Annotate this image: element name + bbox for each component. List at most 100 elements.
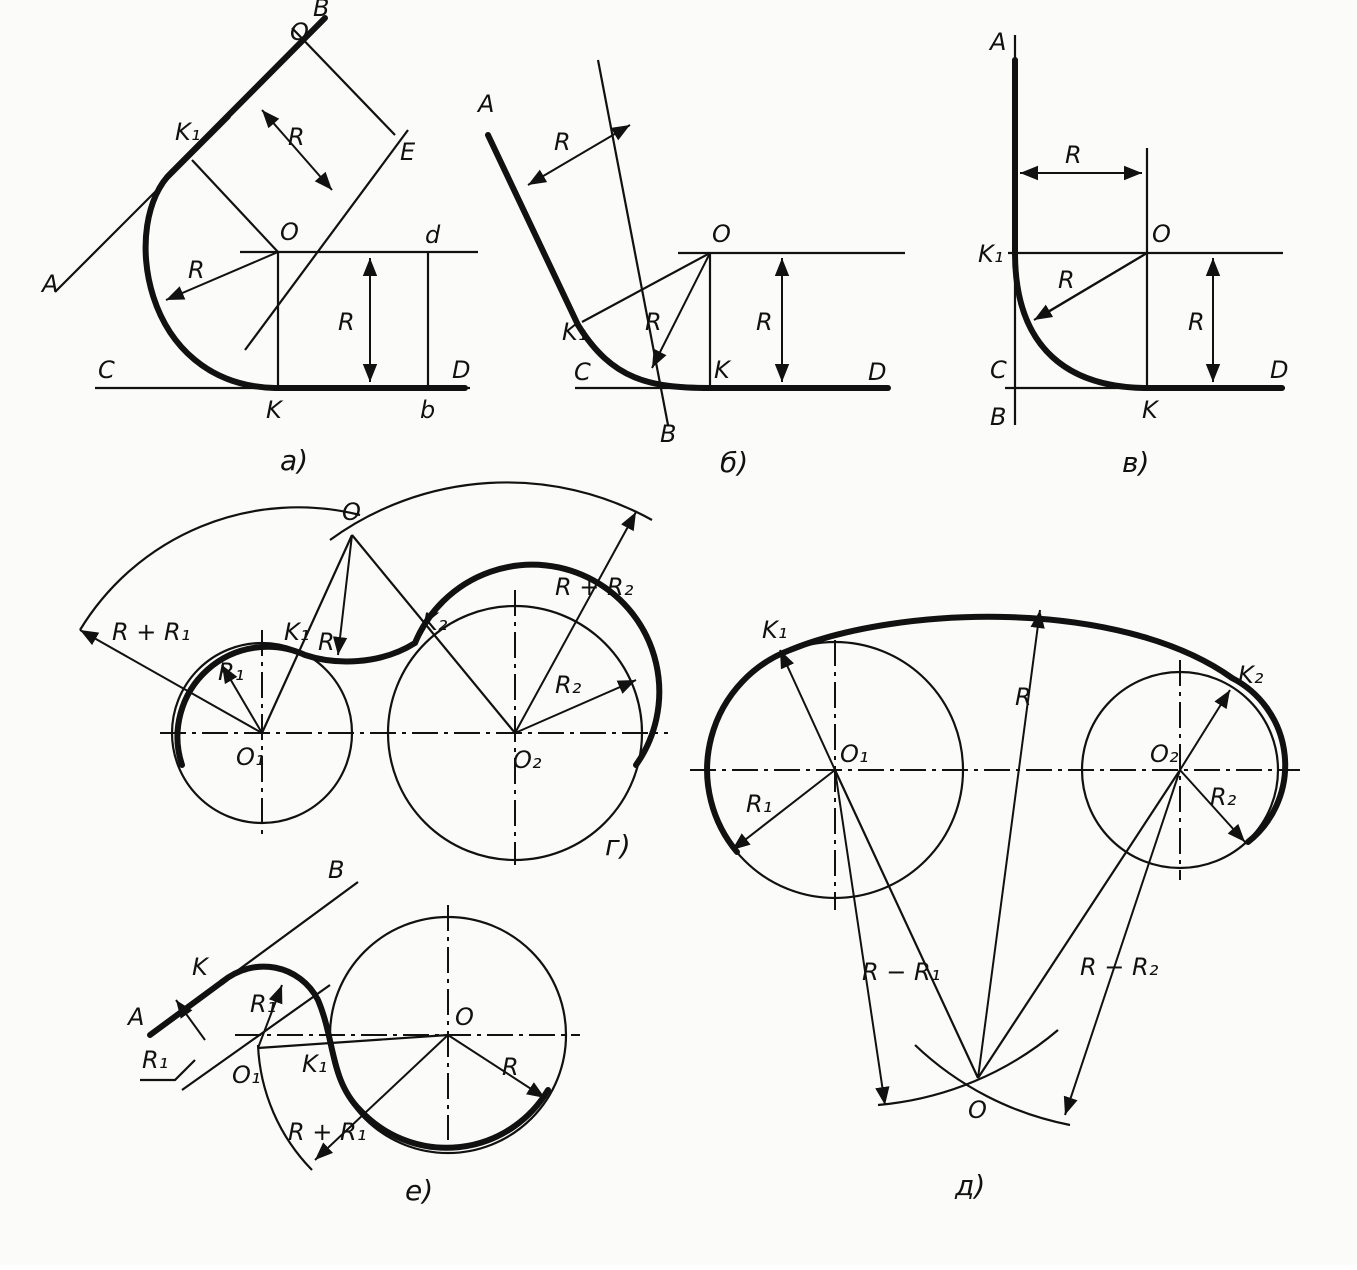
leader-e-R1	[140, 1059, 196, 1082]
label-e-O1: O₁	[232, 1061, 261, 1089]
dim-d-R1	[731, 769, 836, 851]
panel-d: O O₁ O₂ K₁ K₂ R R₁ R₂ R − R₁ R − R₂ д)	[690, 609, 1300, 1202]
dim-e-R1-top	[257, 984, 283, 1049]
label-e-R1-top: R₁	[250, 990, 276, 1018]
dim-g-R	[332, 534, 353, 656]
circle-d-O2	[1080, 670, 1280, 870]
dim-g-R-plus-R2	[514, 511, 637, 734]
panel-b: A B C D O K₁ K R R R б)	[476, 59, 905, 479]
arc-g-R-plus-R1	[79, 506, 361, 631]
label-d-K2: K₂	[1238, 661, 1264, 689]
label-g-K1: K₁	[284, 618, 309, 646]
label-a-E: E	[400, 138, 416, 166]
line-a-Oe	[291, 27, 396, 136]
label-a-O-top: O	[290, 18, 309, 46]
line-b-AB	[596, 59, 670, 426]
dim-d-O1-K1	[779, 649, 836, 771]
panel-g: O O₁ O₂ K₁ K₂ R + R₁ R + R₂ R R₁ R₂ г)	[79, 481, 668, 865]
label-g-O: O	[342, 498, 361, 526]
label-g-R2: R₂	[555, 671, 582, 699]
dim-g-R-plus-R1	[79, 629, 263, 734]
label-v-B: B	[990, 403, 1006, 431]
dim-v-R-mid	[1033, 252, 1148, 321]
panel-v: A B C D O K₁ K R R R в)	[978, 28, 1288, 479]
dim-a-R-top	[261, 109, 333, 191]
line-d-O-O2	[977, 769, 1181, 1079]
label-d-R2: R₂	[1210, 783, 1237, 811]
outline-g-bold	[174, 561, 663, 768]
label-a-O: O	[280, 218, 299, 246]
label-a-A: A	[40, 270, 58, 298]
label-b-B: B	[660, 420, 676, 448]
caption-a: а)	[280, 444, 308, 477]
label-g-R1: R₁	[218, 658, 244, 686]
arc-g-R-plus-R2	[329, 481, 653, 541]
label-v-D: D	[1270, 356, 1288, 384]
label-v-K1: K₁	[978, 240, 1003, 268]
label-v-A: A	[988, 28, 1006, 56]
dim-e-R-plus-R1	[314, 1034, 449, 1161]
panel-e: A B K K₁ O O₁ R R₁ R₁ R + R₁ е)	[126, 856, 580, 1207]
line-e-O1-O	[257, 1033, 449, 1050]
dim-e-R1-left	[175, 999, 206, 1041]
line-e-A-bold	[147, 979, 225, 1038]
outline-e-bold	[219, 963, 551, 1151]
label-a-B: B	[313, 0, 329, 22]
line-a-OK1	[191, 159, 279, 253]
circle-g-O2	[386, 604, 644, 862]
arc-b-fillet	[575, 322, 713, 391]
label-a-d: d	[425, 221, 441, 249]
label-d-R-minus-R1: R − R₁	[862, 958, 940, 986]
label-e-A: A	[126, 1003, 144, 1031]
label-d-R-minus-R2: R − R₂	[1080, 953, 1159, 981]
label-e-K: K	[192, 953, 210, 981]
label-d-R: R	[1015, 683, 1032, 711]
label-a-R-top: R	[288, 123, 305, 151]
dim-d-R	[977, 609, 1045, 1079]
arc-d-R-minus-R2	[877, 1029, 1059, 1107]
caption-g: г)	[605, 829, 631, 862]
label-g-K2: K₂	[422, 608, 448, 636]
label-g-O2: O₂	[513, 746, 542, 774]
label-g-R: R	[318, 628, 335, 656]
label-v-C: C	[990, 356, 1007, 384]
label-b-R-right: R	[756, 308, 773, 336]
label-d-O: O	[968, 1096, 987, 1124]
label-a-K1: K₁	[175, 118, 200, 146]
label-e-R-plus-R1: R + R₁	[288, 1118, 366, 1146]
outline-d-bold	[704, 613, 1289, 855]
label-a-C: C	[98, 356, 115, 384]
dim-e-R	[447, 1034, 546, 1099]
dim-b-R-mid	[651, 252, 711, 369]
line-e-parallel-O1	[181, 984, 331, 1091]
label-d-K1: K₁	[762, 616, 787, 644]
label-b-K: K	[714, 356, 732, 384]
label-d-O2: O₂	[1150, 740, 1179, 768]
line-a-AB	[169, 15, 328, 175]
dim-g-R2	[514, 679, 637, 734]
line-b-A-bold	[485, 132, 581, 328]
label-g-R-plus-R1: R + R₁	[112, 618, 190, 646]
label-a-b: b	[420, 396, 435, 424]
label-v-R-mid: R	[1058, 266, 1075, 294]
label-e-O: O	[455, 1003, 474, 1031]
line-g-O-O2	[351, 534, 516, 734]
arc-d-R-minus-R1	[914, 1044, 1071, 1127]
label-b-D: D	[868, 358, 886, 386]
label-e-K1: K₁	[302, 1050, 327, 1078]
label-v-R-right: R	[1188, 308, 1205, 336]
label-b-R-mid: R	[645, 308, 662, 336]
arc-v-fillet	[1012, 250, 1151, 391]
dim-g-R1	[221, 664, 263, 734]
label-b-R-top: R	[554, 128, 571, 156]
label-a-R-left: R	[188, 256, 205, 284]
label-e-R1-left: R₁	[142, 1046, 168, 1074]
dim-d-R-minus-R2	[1063, 769, 1181, 1116]
dim-d-R2	[1179, 769, 1246, 843]
caption-v: в)	[1122, 446, 1149, 479]
label-v-O: O	[1152, 220, 1171, 248]
label-b-O: O	[712, 220, 731, 248]
circle-g-O1	[170, 641, 354, 825]
label-g-O1: O₁	[236, 743, 265, 771]
